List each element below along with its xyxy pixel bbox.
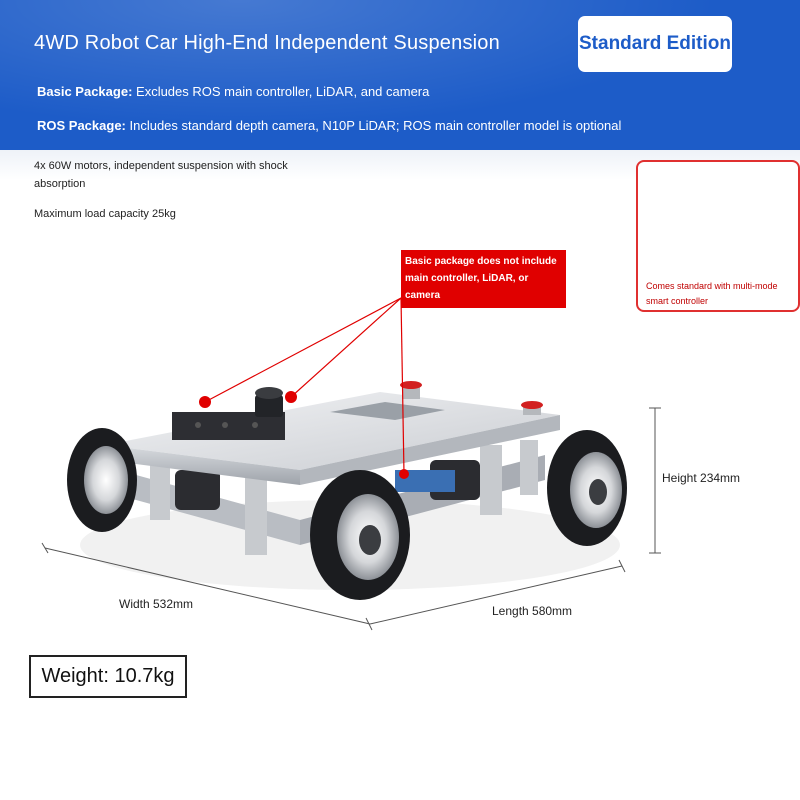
edition-badge: Standard Edition bbox=[578, 16, 732, 72]
emergency-stop-buttons bbox=[400, 381, 543, 415]
motor-feature-text: 4x 60W motors, independent suspension wi… bbox=[34, 160, 288, 190]
ros-package-line: ROS Package: Includes standard depth cam… bbox=[37, 118, 621, 133]
page-title: 4WD Robot Car High-End Independent Suspe… bbox=[34, 32, 500, 54]
basic-package-line: Basic Package: Excludes ROS main control… bbox=[37, 84, 429, 99]
lidar bbox=[255, 387, 283, 417]
basic-package-label: Basic Package: bbox=[37, 84, 133, 99]
dimension-lines bbox=[41, 407, 661, 631]
top-plate bbox=[105, 392, 560, 485]
wheel-rear-left bbox=[67, 428, 137, 532]
wheel-front bbox=[310, 470, 410, 600]
basic-package-text: Excludes ROS main controller, LiDAR, and… bbox=[132, 84, 430, 99]
callout-box: Basic package does not include main cont… bbox=[401, 250, 566, 308]
height-label: Height 234mm bbox=[662, 471, 741, 485]
load-feature-text: Maximum load capacity 25kg bbox=[34, 208, 176, 220]
length-label: Length 580mm bbox=[492, 604, 573, 618]
weight-label: Weight: 10.7kg bbox=[29, 655, 187, 698]
callout-dots bbox=[199, 391, 409, 479]
depth-camera bbox=[172, 412, 285, 440]
width-label: Width 532mm bbox=[119, 597, 194, 611]
wheel-rear-right bbox=[547, 430, 627, 546]
header-banner: 4WD Robot Car High-End Independent Suspe… bbox=[0, 0, 800, 150]
ros-package-label: ROS Package: bbox=[37, 118, 126, 133]
ros-package-text: Includes standard depth camera, N10P LiD… bbox=[125, 118, 622, 133]
controller-panel bbox=[636, 160, 800, 312]
controller-caption: Comes standard with multi-mode smart con… bbox=[646, 281, 778, 306]
callout-lines bbox=[204, 297, 405, 475]
